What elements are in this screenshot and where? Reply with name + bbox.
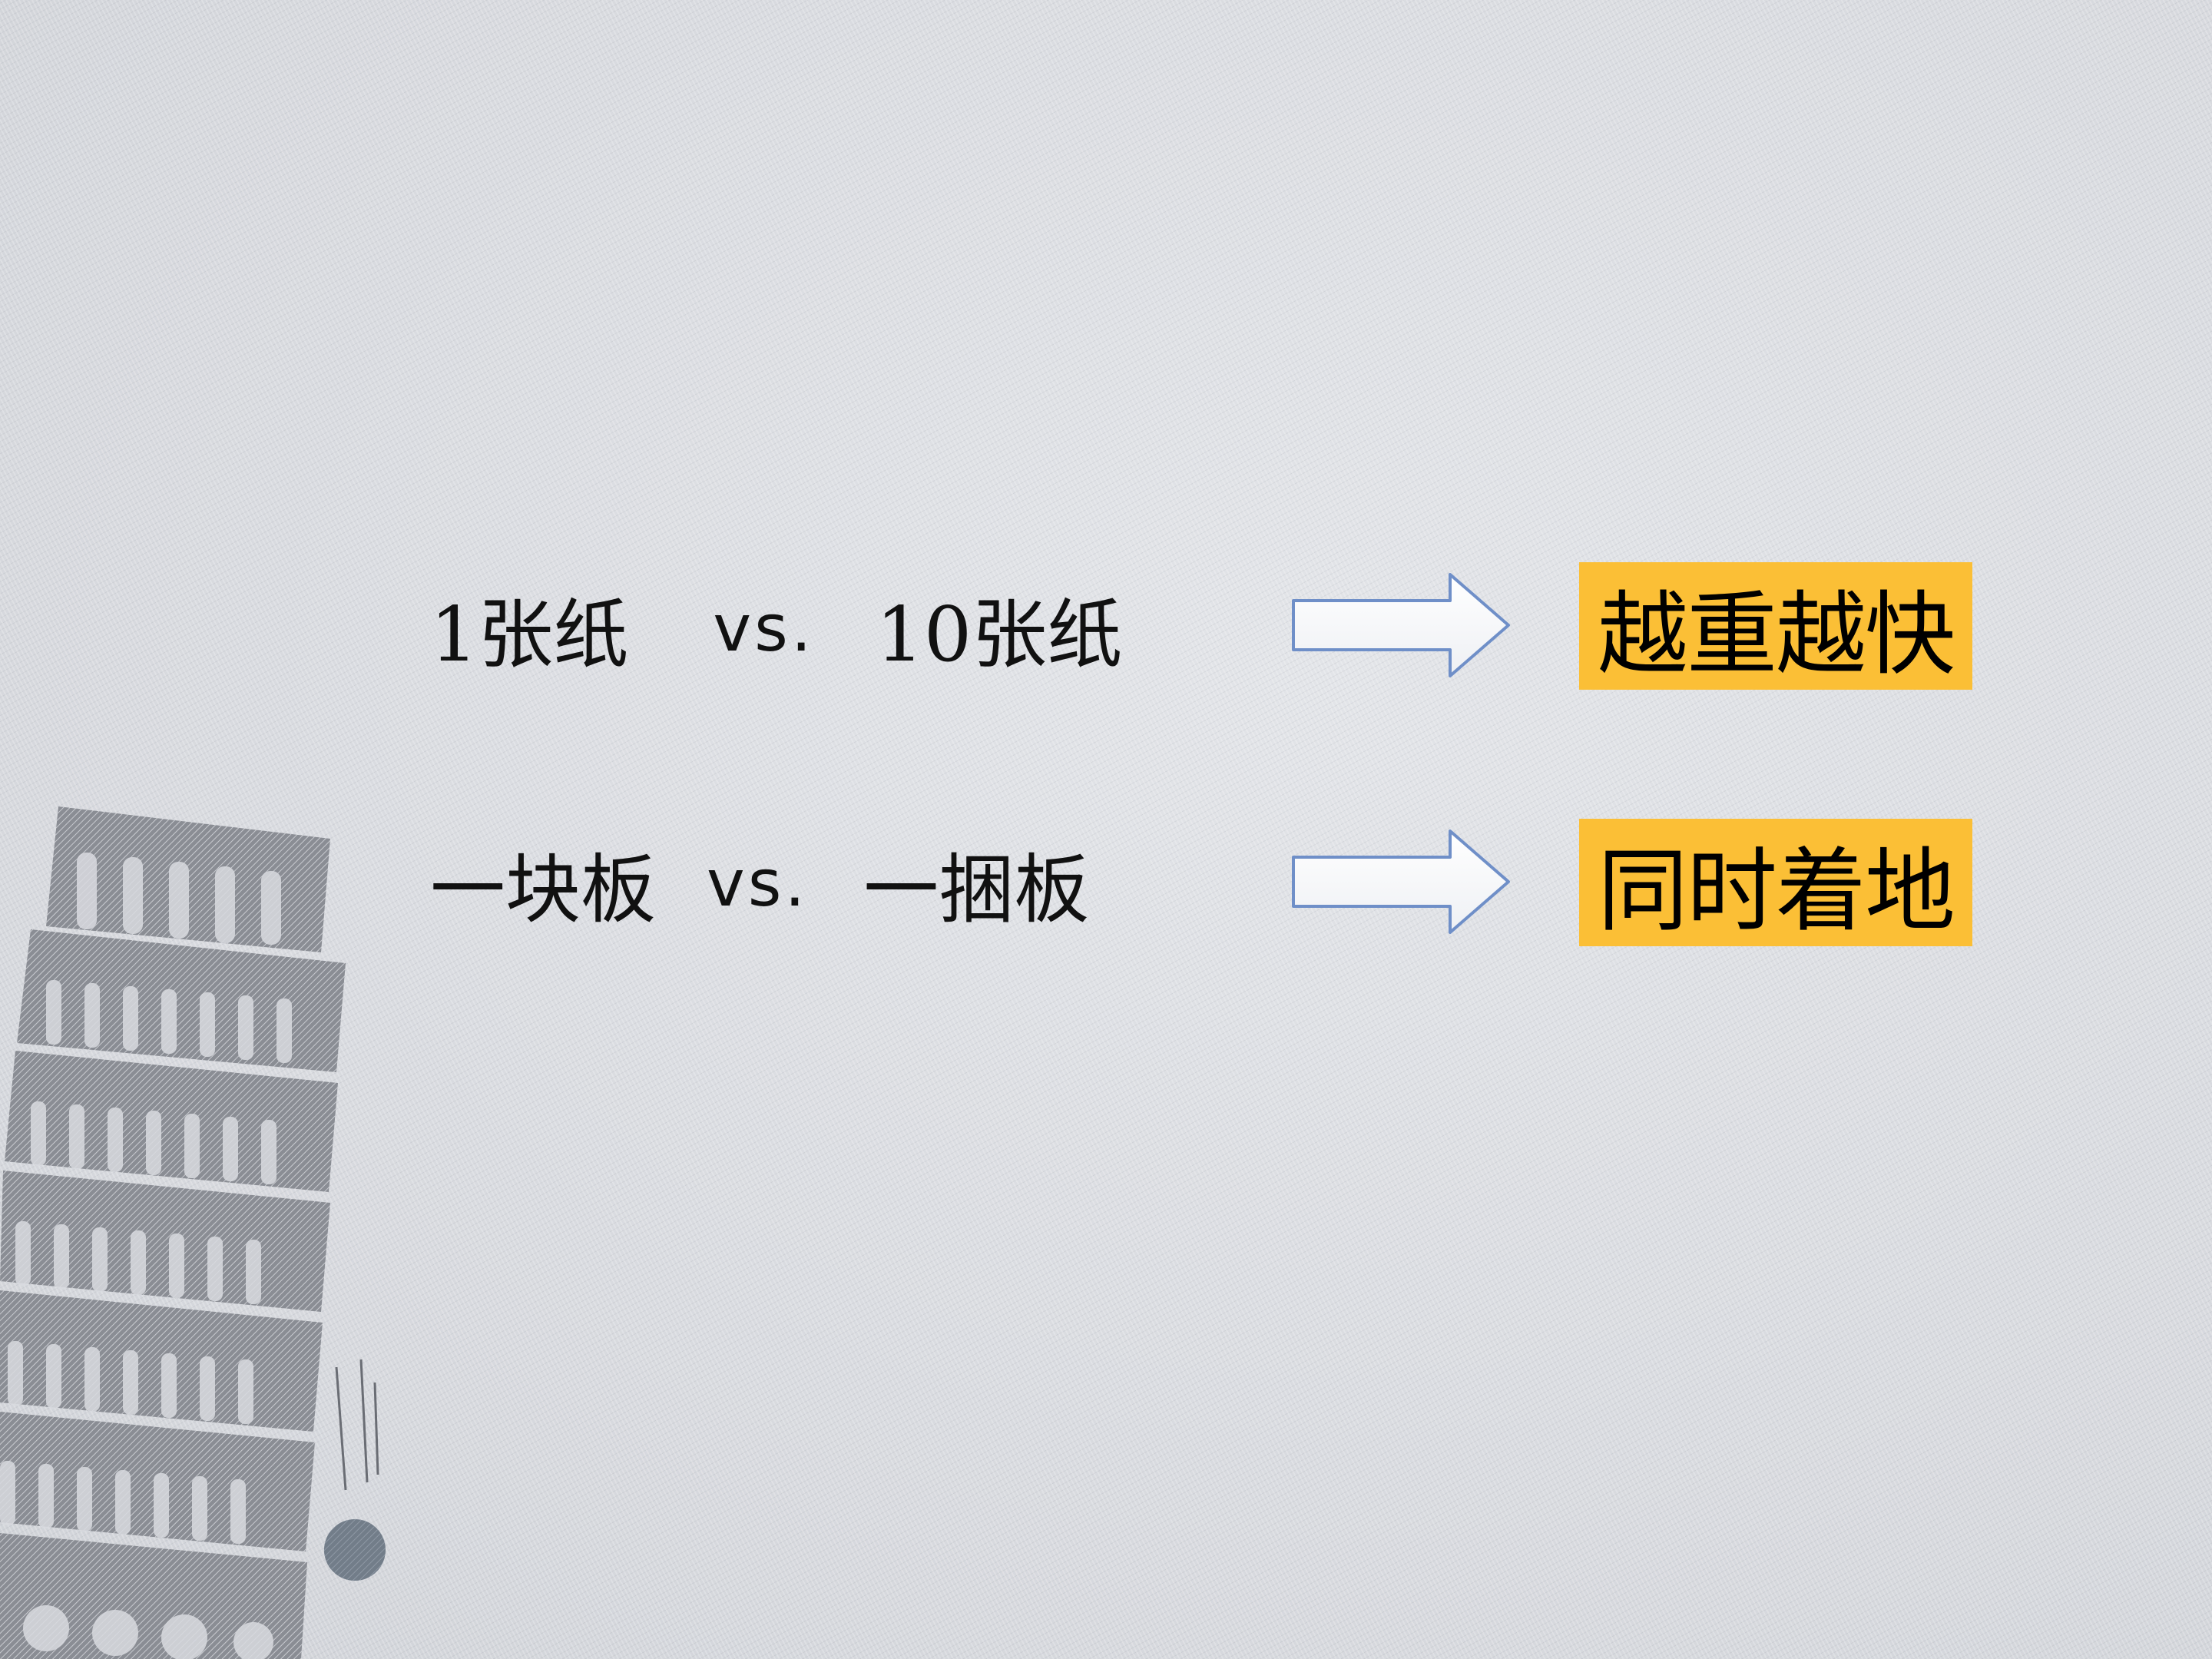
comparison-row-2: 一块板 vs. 一捆板: [430, 830, 1089, 937]
vs-label: vs.: [713, 591, 815, 666]
comparison-row-1: 1张纸 vs. 10张纸: [430, 575, 1122, 682]
result-label-2: 同时着地: [1579, 819, 1972, 946]
right-item: 一捆板: [863, 846, 1090, 934]
result-label-1: 越重越快: [1579, 562, 1972, 690]
arrow-right-icon: [1292, 830, 1510, 934]
left-item: 一块板: [430, 846, 657, 934]
leaning-tower-illustration: [0, 806, 386, 1659]
right-item: 10张纸: [876, 591, 1123, 679]
falling-ball-icon: [324, 1359, 386, 1581]
left-item: 1张纸: [430, 591, 629, 679]
vs-label: vs.: [707, 846, 809, 921]
arrow-right-icon: [1292, 573, 1510, 677]
